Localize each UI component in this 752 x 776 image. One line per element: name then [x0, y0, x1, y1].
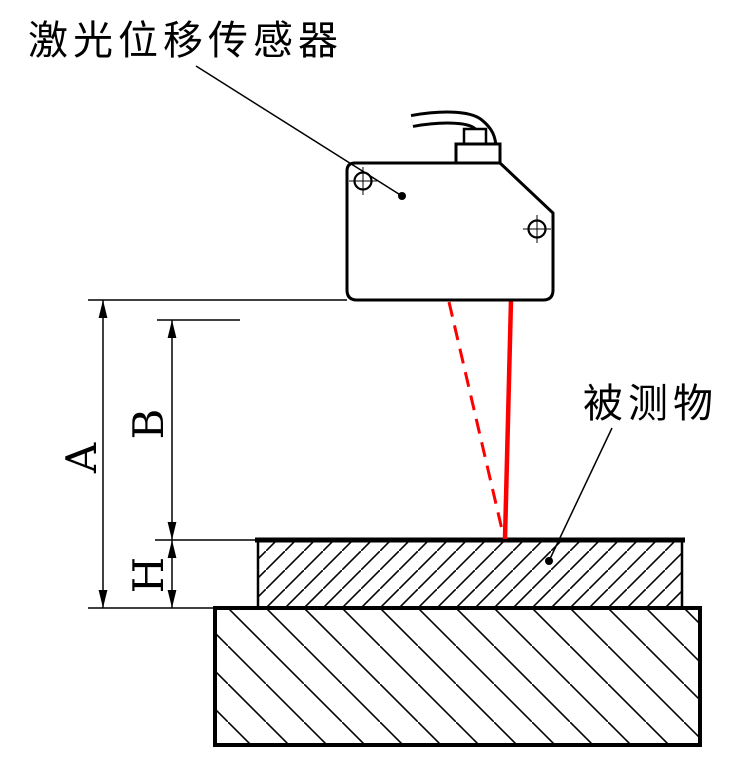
- target-label: 被测物: [583, 381, 718, 427]
- dimension-b-arrow-top: [167, 320, 177, 338]
- base-block-outline: [213, 606, 702, 747]
- dimension-a-label: A: [57, 442, 106, 474]
- sensor-leader-dot: [398, 192, 406, 200]
- dimension-b-arrow-bottom: [167, 522, 177, 540]
- laser-beams: [447, 299, 514, 540]
- measured-object-outline: [256, 538, 684, 610]
- dimension-b: B: [124, 320, 177, 540]
- target-leader-dot: [545, 557, 553, 565]
- sensor-leader: [195, 65, 406, 200]
- laser-beam-dashed: [447, 301, 505, 535]
- sensor-mounting-hole-left: [349, 167, 377, 195]
- base-block: [213, 606, 702, 747]
- sensor-body: [345, 161, 555, 302]
- dimension-b-label: B: [124, 409, 173, 440]
- sensor-connector: [454, 142, 502, 165]
- dimension-a-arrow-top: [98, 300, 108, 318]
- dimension-a-arrow-bottom: [98, 590, 108, 608]
- target-leader: [545, 427, 613, 565]
- sensor-cable-core: [411, 113, 495, 151]
- dimension-h-arrow-top: [167, 540, 177, 558]
- dimension-h: H: [124, 540, 177, 608]
- dimension-a: A: [57, 300, 108, 608]
- dimension-h-arrow-bottom: [167, 590, 177, 608]
- laser-beam-solid: [502, 299, 514, 540]
- dimension-h-label: H: [124, 557, 173, 594]
- target-leader-line: [548, 427, 613, 562]
- measured-object: [255, 537, 685, 610]
- sensor-label: 激光位移传感器: [28, 18, 343, 64]
- sensor-mounting-hole-right: [523, 215, 551, 243]
- sensor-leader-line: [195, 65, 403, 197]
